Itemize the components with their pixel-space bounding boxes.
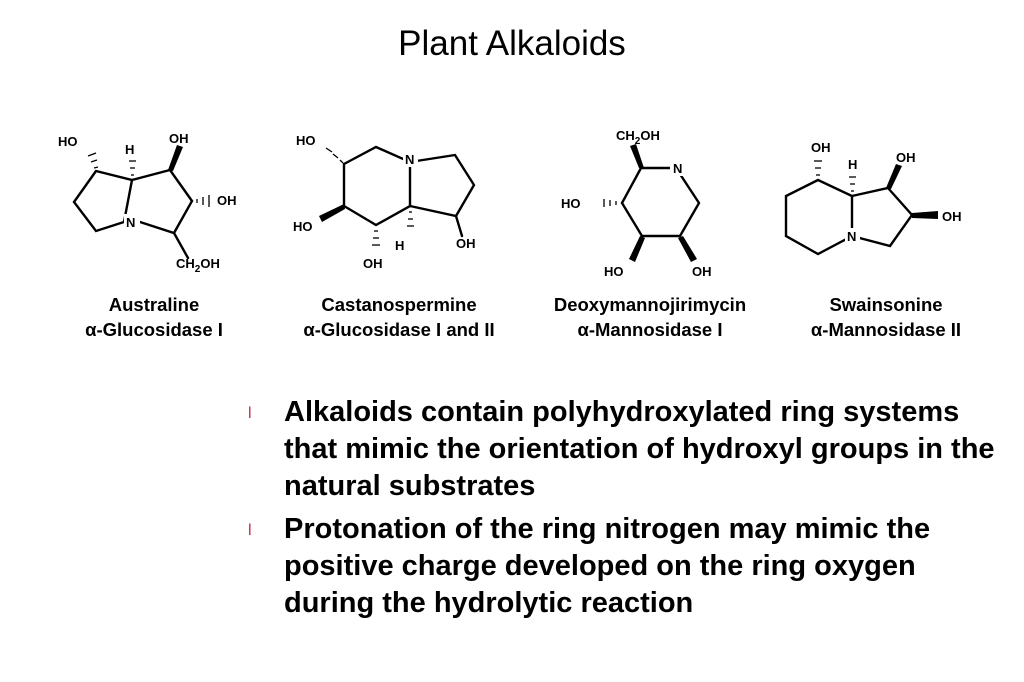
hashed-bond — [849, 176, 856, 192]
hashed-bond — [129, 160, 136, 176]
atom-subscript: 2 — [635, 136, 641, 147]
compound-name: Australine — [108, 294, 200, 315]
atom-label: N — [673, 161, 682, 176]
bullet-marker: l — [248, 405, 252, 422]
atom-label: H — [395, 238, 404, 253]
bullet-text: Protonation of the ring nitrogen may mim… — [284, 513, 931, 619]
structures-panel: HO H OH OH N CH2OH — [0, 0, 1024, 290]
structure-deoxymannojirimycin: CH2OH N HO HO OH — [561, 128, 712, 279]
compound-enzyme: α-Glucosidase I and II — [303, 319, 495, 340]
structure-swainsonine: OH H OH OH N — [784, 140, 962, 256]
structure-castanospermine: HO N HO H OH OH — [293, 133, 476, 271]
bullet-item: l Protonation of the ring nitrogen may m… — [248, 511, 1008, 622]
compound-enzyme: α-Glucosidase I — [85, 319, 223, 340]
atom-label: CH2OH — [176, 256, 220, 275]
atom-label: HO — [604, 264, 624, 279]
bullet-text: Alkaloids contain polyhydroxylated ring … — [284, 396, 995, 502]
caption-australine: Australine α-Glucosidase I — [56, 292, 252, 342]
caption-swainsonine: Swainsonine α-Mannosidase II — [784, 292, 988, 342]
atom-label-part: OH — [200, 256, 220, 271]
compound-enzyme: α-Mannosidase II — [810, 319, 962, 340]
hashed-bond — [814, 160, 822, 176]
atom-label: H — [848, 157, 857, 172]
hashed-bond — [196, 195, 210, 207]
hashed-bond — [603, 199, 617, 207]
caption-castanospermine: Castanospermine α-Glucosidase I and II — [274, 292, 524, 342]
atom-label: OH — [169, 131, 189, 146]
bullet-marker: l — [248, 522, 252, 539]
atom-label: HO — [293, 219, 313, 234]
hashed-bond — [325, 147, 344, 164]
atom-label: CH2OH — [616, 128, 660, 147]
atom-label-part: CH — [616, 128, 635, 143]
atom-label: N — [405, 152, 414, 167]
atom-label: HO — [58, 134, 78, 149]
compound-name: Deoxymannojirimycin — [553, 294, 747, 315]
atom-label: OH — [811, 140, 831, 155]
hashed-bond — [372, 230, 380, 246]
atom-label-part: OH — [640, 128, 660, 143]
atom-label: HO — [561, 196, 581, 211]
atom-label-part: CH — [176, 256, 195, 271]
atom-label: OH — [896, 150, 916, 165]
slide-title: Plant Alkaloids — [398, 24, 626, 63]
structures-svg: HO H OH OH N CH2OH — [58, 128, 962, 279]
atom-label: N — [847, 229, 856, 244]
atom-label: OH — [942, 209, 962, 224]
compound-name: Swainsonine — [829, 294, 943, 315]
atom-label: OH — [363, 256, 383, 271]
atom-label: OH — [692, 264, 712, 279]
atom-label: HO — [296, 133, 316, 148]
compound-name: Castanospermine — [321, 294, 477, 315]
atom-label: H — [125, 142, 134, 157]
hashed-bond — [87, 152, 99, 169]
atom-label: N — [126, 215, 135, 230]
compound-enzyme: α-Mannosidase I — [577, 319, 723, 340]
structure-australine: HO H OH OH N CH2OH — [58, 131, 237, 275]
hashed-bond — [407, 211, 414, 227]
atom-subscript: 2 — [195, 264, 201, 275]
bullet-list: l Alkaloids contain polyhydroxylated rin… — [248, 394, 1008, 628]
atom-label: OH — [217, 193, 237, 208]
atom-label: OH — [456, 236, 476, 251]
bullet-item: l Alkaloids contain polyhydroxylated rin… — [248, 394, 1008, 505]
caption-deoxymannojirimycin: Deoxymannojirimycin α-Mannosidase I — [530, 292, 770, 342]
